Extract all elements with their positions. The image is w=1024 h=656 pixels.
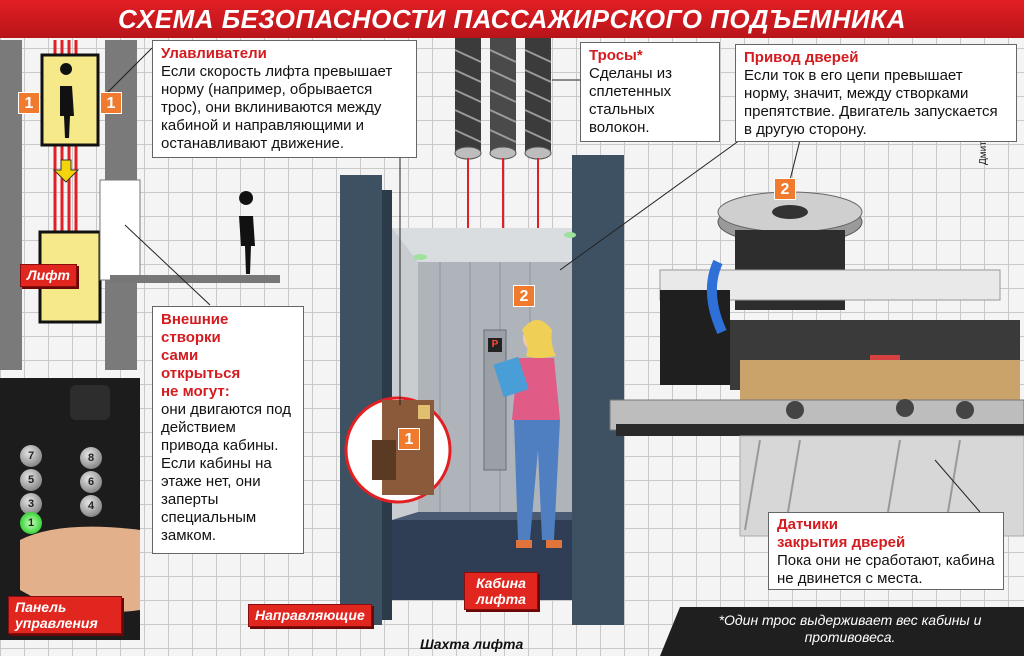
- callout-sensors: Датчики закрытия дверей Пока они не сраб…: [768, 512, 1004, 590]
- callout-outer-doors-text: они двигаются под действием привода каби…: [161, 401, 292, 544]
- callout-catchers-title: Улавливатели: [161, 45, 267, 62]
- marker-1-right: 1: [100, 92, 122, 114]
- callout-ropes: Тросы* Сделаны из сплетенных стальных во…: [580, 42, 720, 142]
- callout-door-drive-text: Если ток в его цепи превышает норму, зна…: [744, 67, 998, 138]
- label-lift: Лифт: [20, 264, 78, 287]
- marker-1-catcher: 1: [398, 428, 420, 450]
- mini-shaft: [0, 40, 280, 370]
- callout-sensors-text: Пока они не сработают, кабина не двинетс…: [777, 552, 995, 587]
- callout-catchers-text: Если скорость лифта превышает норму (нап…: [161, 63, 393, 152]
- marker-1-left: 1: [18, 92, 40, 114]
- ropes-illustration: [454, 38, 552, 235]
- page-title: СХЕМА БЕЗОПАСНОСТИ ПАССАЖИРСКОГО ПОДЪЕМН…: [117, 4, 907, 34]
- door-drive-mechanism: [609, 191, 1024, 537]
- panel-button-6[interactable]: 6: [80, 471, 102, 493]
- panel-button-3[interactable]: 3: [20, 493, 42, 515]
- panel-button-5[interactable]: 5: [20, 469, 42, 491]
- panel-button-7[interactable]: 7: [20, 445, 42, 467]
- marker-2-drive: 2: [774, 178, 796, 200]
- footnote: *Один трос выдерживает вес кабины и прот…: [718, 612, 982, 645]
- callout-door-drive: Привод дверей Если ток в его цепи превыш…: [735, 44, 1017, 142]
- callout-door-drive-title: Привод дверей: [744, 49, 859, 66]
- marker-2-cabin: 2: [513, 285, 535, 307]
- panel-button-1[interactable]: 1: [20, 512, 42, 534]
- callout-ropes-title: Тросы*: [589, 47, 643, 64]
- elevator-cabin: [340, 155, 624, 625]
- panel-button-4[interactable]: 4: [80, 495, 102, 517]
- label-guides: Направляющие: [248, 604, 372, 627]
- label-shaft: Шахта лифта: [420, 636, 524, 652]
- label-control-panel: Панель управления: [8, 596, 122, 634]
- callout-outer-doors: Внешние створки сами открыться не могут:…: [152, 306, 304, 554]
- cabin-floor-display: P: [491, 339, 499, 350]
- callout-sensors-title: Датчики закрытия дверей: [777, 516, 906, 551]
- callout-outer-doors-title: Внешние створки сами открыться не могут:: [161, 311, 241, 400]
- callout-catchers: Улавливатели Если скорость лифта превыша…: [152, 40, 417, 158]
- callout-ropes-text: Сделаны из сплетенных стальных волокон.: [589, 65, 673, 136]
- label-cabin: Кабина лифта: [464, 572, 538, 610]
- panel-button-8[interactable]: 8: [80, 447, 102, 469]
- title-bar: СХЕМА БЕЗОПАСНОСТИ ПАССАЖИРСКОГО ПОДЪЕМН…: [0, 0, 1024, 38]
